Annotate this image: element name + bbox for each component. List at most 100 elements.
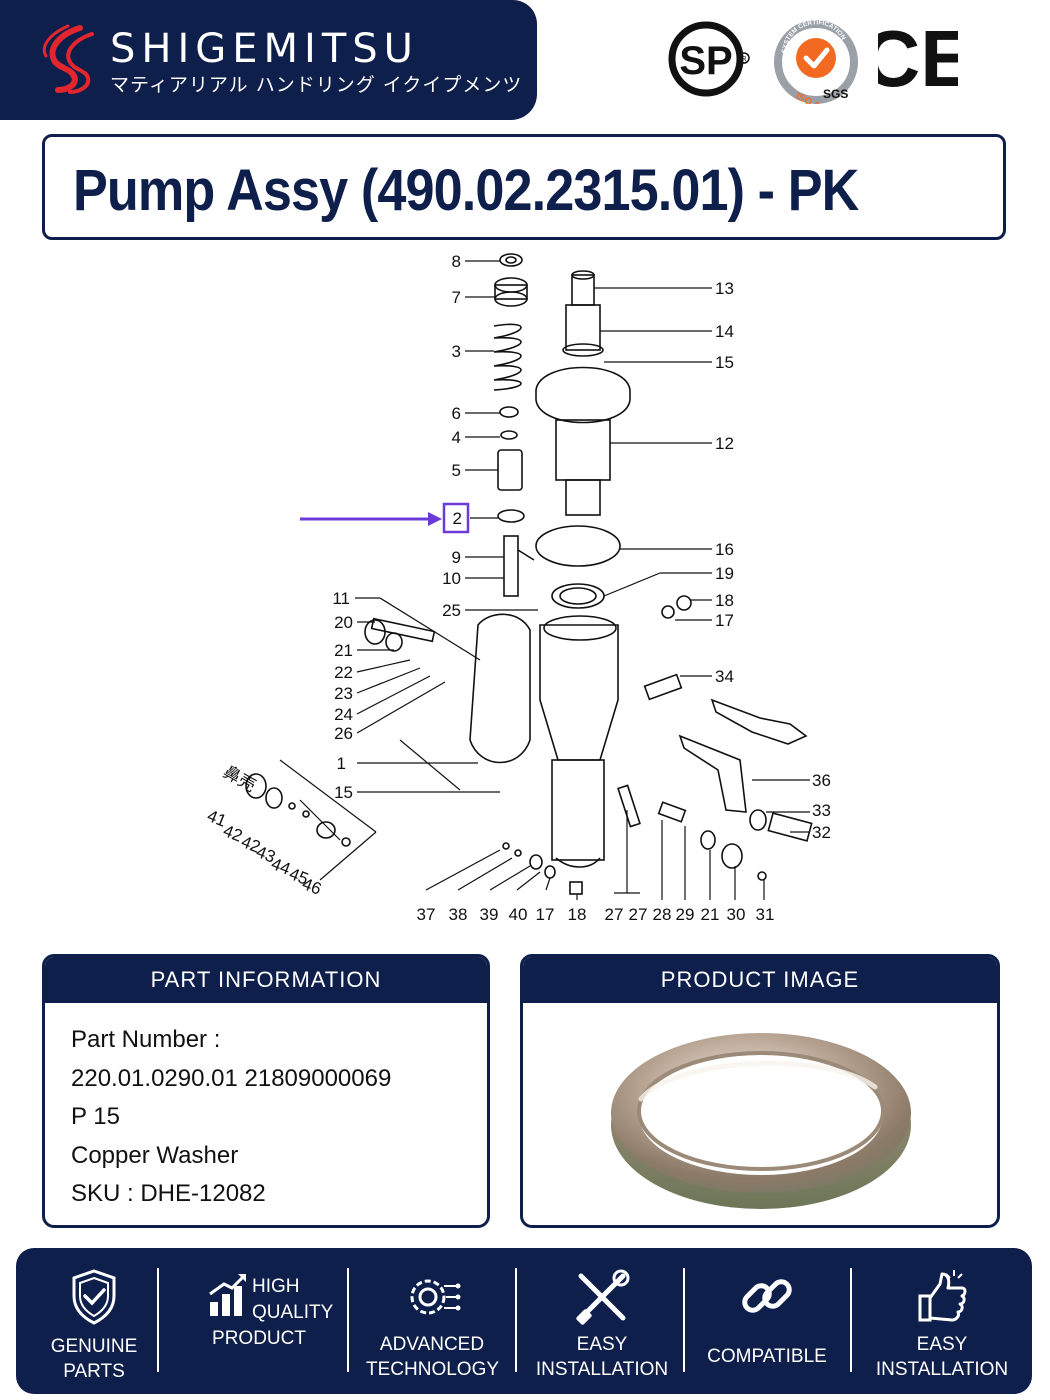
link-icon (742, 1279, 792, 1313)
feature-divider (850, 1268, 852, 1372)
callout-label: 8 (452, 252, 461, 271)
callout-label: 7 (452, 288, 461, 307)
tools-icon (576, 1269, 630, 1325)
feature-label: TECHNOLOGY (366, 1359, 500, 1380)
callout-label: 18 (715, 591, 734, 610)
callout-label: 23 (334, 684, 353, 703)
callout-label: 12 (715, 434, 734, 453)
feature-label: QUALITY (252, 1302, 334, 1323)
feature-genuine-parts: GENUINE PARTS (34, 1264, 154, 1382)
callout-label: 9 (452, 548, 461, 567)
callout-label: 10 (442, 569, 461, 588)
feature-easy-installation-thumbs: EASY INSTALLATION (872, 1264, 1012, 1382)
callout-label: 28 (653, 905, 672, 924)
feature-easy-installation-tools: EASY INSTALLATION (534, 1264, 670, 1382)
callout-label: 14 (715, 322, 734, 341)
csa-certification-icon: SP R (668, 21, 750, 97)
title-box: Pump Assy (490.02.2315.01) - PK (42, 134, 1006, 240)
feature-label: HIGH (252, 1276, 300, 1297)
callout-label: 20 (334, 613, 353, 632)
brand-name: SHIGEMITSU (110, 26, 419, 72)
feature-compatible: COMPATIBLE (702, 1264, 832, 1382)
callout-label: 21 (334, 641, 353, 660)
callout-label: 29 (676, 905, 695, 924)
callout-label: 40 (509, 905, 528, 924)
ce-mark: CE (878, 18, 958, 98)
callout-label: 33 (812, 801, 831, 820)
callout-label: 24 (334, 705, 353, 724)
svg-text:R: R (741, 56, 746, 63)
callout-label: 15 (334, 783, 353, 802)
callout-note: 鼻壳 (220, 762, 259, 795)
callout-label: 39 (480, 905, 499, 924)
product-image-heading: PRODUCT IMAGE (523, 957, 997, 1003)
callout-label: 17 (536, 905, 555, 924)
exploded-parts-diagram: 8 7 3 6 4 5 2 9 10 25 11 20 21 22 23 24 … (205, 252, 831, 924)
callout-label: 21 (701, 905, 720, 924)
callout-label: 32 (812, 823, 831, 842)
callout-label: 4 (452, 428, 461, 447)
ce-certification-icon: CE (878, 18, 958, 98)
brand-header: SHIGEMITSU マティアリアル ハンドリング イクイプメンツ (0, 0, 537, 120)
feature-advanced-technology: ADVANCED TECHNOLOGY (366, 1264, 500, 1382)
feature-label: INSTALLATION (875, 1359, 1009, 1380)
shield-check-icon (72, 1269, 116, 1325)
highlight-arrow (300, 502, 470, 534)
feature-label: EASY (576, 1334, 628, 1355)
part-number-label: Part Number : (71, 1026, 221, 1053)
bar-chart-icon (209, 1274, 246, 1316)
callout-label: 22 (334, 663, 353, 682)
part-information-panel: PART INFORMATION Part Number : 220.01.02… (42, 954, 490, 1228)
feature-label: INSTALLATION (535, 1359, 669, 1380)
product-image-panel: PRODUCT IMAGE (520, 954, 1000, 1228)
feature-divider (683, 1268, 685, 1372)
callout-label: 36 (812, 771, 831, 790)
feature-high-quality: HIGH QUALITY PRODUCT (186, 1264, 346, 1382)
callout-label: 6 (452, 404, 461, 423)
features-bar: GENUINE PARTS HIGH QUALITY PRODUCT ADVAN… (16, 1248, 1032, 1394)
callout-label: 15 (715, 353, 734, 372)
feature-label: ADVANCED (379, 1334, 485, 1355)
csa-mark: SP (679, 39, 732, 83)
feature-divider (347, 1268, 349, 1372)
part-information-heading: PART INFORMATION (45, 957, 487, 1003)
feature-divider (157, 1268, 159, 1372)
callout-label: 37 (417, 905, 436, 924)
callout-label: 11 (332, 589, 350, 608)
callout-label: 31 (756, 905, 775, 924)
callout-label: 25 (442, 601, 461, 620)
sgs-label: SGS (823, 87, 848, 101)
callout-label: 30 (727, 905, 746, 924)
callout-label: 34 (715, 667, 734, 686)
part-sku: SKU : DHE-12082 (71, 1180, 266, 1207)
callout-highlighted: 2 (453, 509, 462, 528)
part-description: Copper Washer (71, 1141, 239, 1169)
feature-label: PARTS (63, 1361, 125, 1382)
gear-circuit-icon (410, 1279, 461, 1315)
shigemitsu-logo-icon (42, 24, 94, 94)
callout-label: 27 (629, 905, 648, 924)
part-number-value: 220.01.0290.01 21809000069 (71, 1064, 392, 1092)
callout-label: 19 (715, 564, 734, 583)
callout-label: 16 (715, 540, 734, 559)
callout-label: 27 (605, 905, 624, 924)
callout-label: 18 (568, 905, 587, 924)
copper-washer-image (611, 1033, 911, 1209)
callout-label: 17 (715, 611, 734, 630)
feature-label: COMPATIBLE (707, 1346, 827, 1367)
feature-divider (515, 1268, 517, 1372)
callout-label: 1 (337, 754, 346, 773)
callout-label: 26 (334, 724, 353, 743)
part-position: P 15 (71, 1103, 120, 1130)
callout-label: 5 (452, 461, 461, 480)
brand-subtitle: マティアリアル ハンドリング イクイプメンツ (110, 74, 523, 96)
iso-sgs-certification-icon: SYSTEM CERTIFICATION ISO 9001 SGS (774, 19, 858, 104)
feature-label: PRODUCT (212, 1328, 306, 1349)
callout-label: 13 (715, 279, 734, 298)
thumbs-up-icon (918, 1270, 967, 1322)
callout-label: 38 (449, 905, 468, 924)
page-title: Pump Assy (490.02.2315.01) - PK (73, 158, 859, 223)
feature-label: GENUINE (50, 1336, 138, 1357)
feature-label: EASY (916, 1334, 968, 1355)
callout-label: 3 (452, 342, 461, 361)
